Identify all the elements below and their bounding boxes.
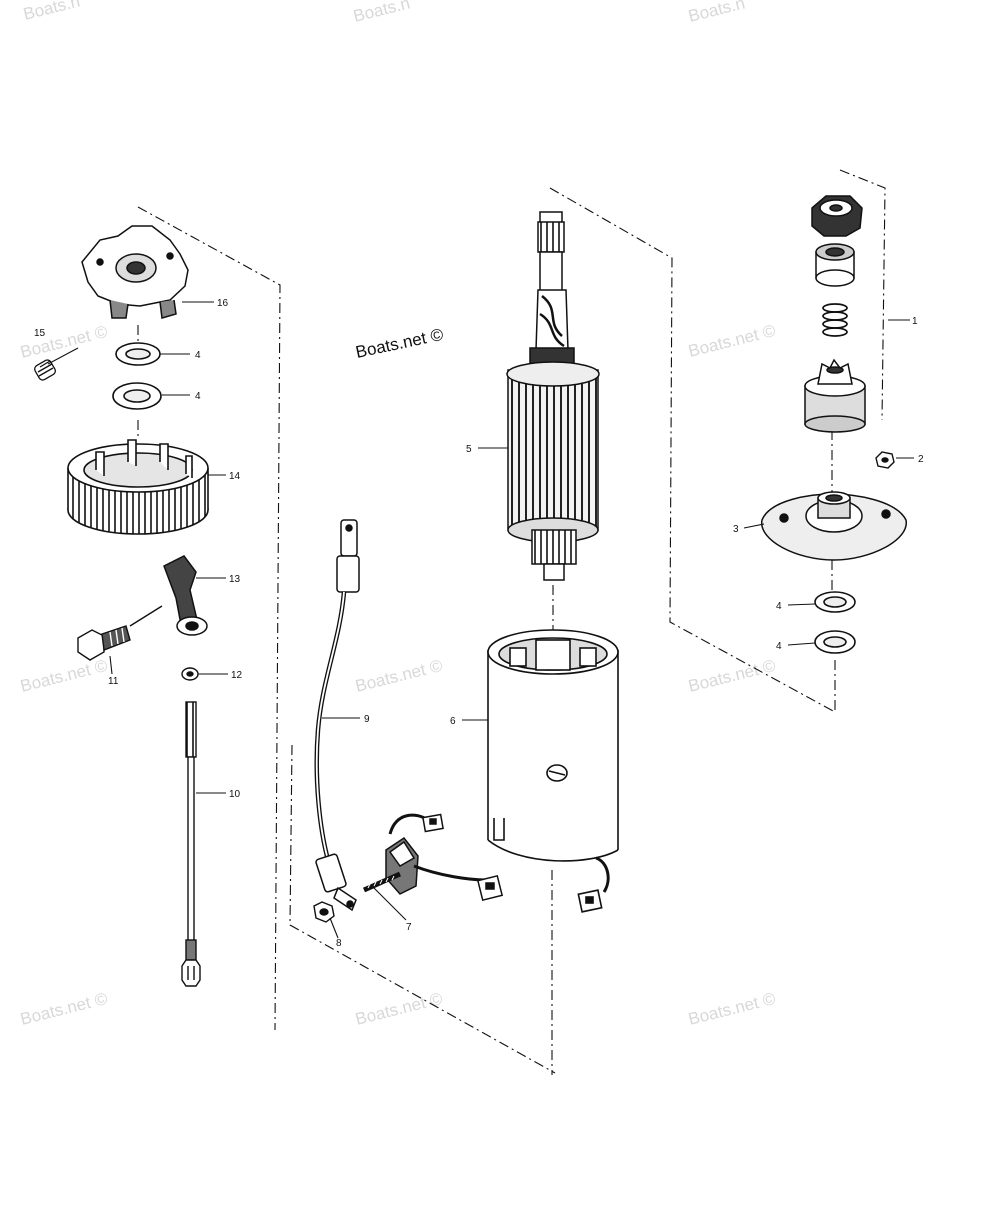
bottom-phantom-frame xyxy=(289,744,556,1074)
watermark: Boats.net © xyxy=(686,989,777,1029)
drive-pinion xyxy=(804,358,866,433)
left-phantom-frame xyxy=(137,206,281,1031)
watermark: Boats.net © xyxy=(353,989,444,1029)
leader-lines xyxy=(47,301,914,939)
callout-1: 1 xyxy=(912,316,918,327)
field-frame-housing xyxy=(487,629,619,913)
watermark: Boats.net © xyxy=(353,656,444,696)
callout-14: 14 xyxy=(229,471,241,482)
callout-6: 6 xyxy=(450,716,456,727)
callout-11: 11 xyxy=(108,676,119,687)
callout-13: 13 xyxy=(229,574,241,585)
callout-5: 5 xyxy=(466,444,472,455)
armature xyxy=(506,211,600,581)
center-phantom-frame xyxy=(549,187,836,713)
watermark: Boats.n xyxy=(686,0,747,26)
callouts: 1 2 3 4 4 4 4 5 6 7 8 9 10 11 12 13 14 1… xyxy=(34,298,924,949)
callout-4: 4 xyxy=(776,601,782,612)
callout-12: 12 xyxy=(231,670,243,681)
watermark: Boats.n xyxy=(351,0,412,26)
callout-2: 2 xyxy=(918,454,924,465)
callout-4: 4 xyxy=(195,350,201,361)
washer-right-lower xyxy=(814,630,856,654)
washer-left-lower xyxy=(112,382,162,410)
right-phantom-frame xyxy=(839,169,886,421)
drive-nut xyxy=(811,195,863,237)
small-nut-right xyxy=(875,451,895,469)
callout-9: 9 xyxy=(364,714,370,725)
washer-left-upper xyxy=(115,342,161,366)
watermark: Boats.net © xyxy=(18,656,109,696)
lockwasher xyxy=(181,667,199,681)
watermark: Boats.n xyxy=(21,0,82,24)
callout-15: 15 xyxy=(34,328,46,339)
watermark: Boats.net © xyxy=(18,989,109,1029)
callout-4: 4 xyxy=(776,641,782,652)
field-ring xyxy=(67,439,209,535)
brush-holder xyxy=(362,813,504,902)
callout-3: 3 xyxy=(733,524,739,535)
terminal-strap xyxy=(163,555,208,636)
end-cap-plate xyxy=(81,225,189,319)
washer-right-upper xyxy=(814,591,856,613)
phantom-frames xyxy=(137,169,886,1075)
callout-16: 16 xyxy=(217,298,229,309)
callout-7: 7 xyxy=(406,922,412,933)
short-bolt xyxy=(77,605,163,661)
callout-10: 10 xyxy=(229,789,241,800)
lead-cable xyxy=(314,519,360,912)
callout-4: 4 xyxy=(195,391,201,402)
small-spring xyxy=(34,359,56,381)
drive-collar xyxy=(815,243,855,287)
watermark: Boats.net © xyxy=(686,321,777,361)
watermark: Boats.net © xyxy=(686,656,777,696)
drive-spring xyxy=(822,303,848,337)
boats-net-credit: Boats.net © xyxy=(354,325,446,362)
drive-end-head xyxy=(761,491,907,561)
small-nut xyxy=(313,901,335,923)
through-bolt xyxy=(181,701,201,987)
callout-8: 8 xyxy=(336,938,342,949)
